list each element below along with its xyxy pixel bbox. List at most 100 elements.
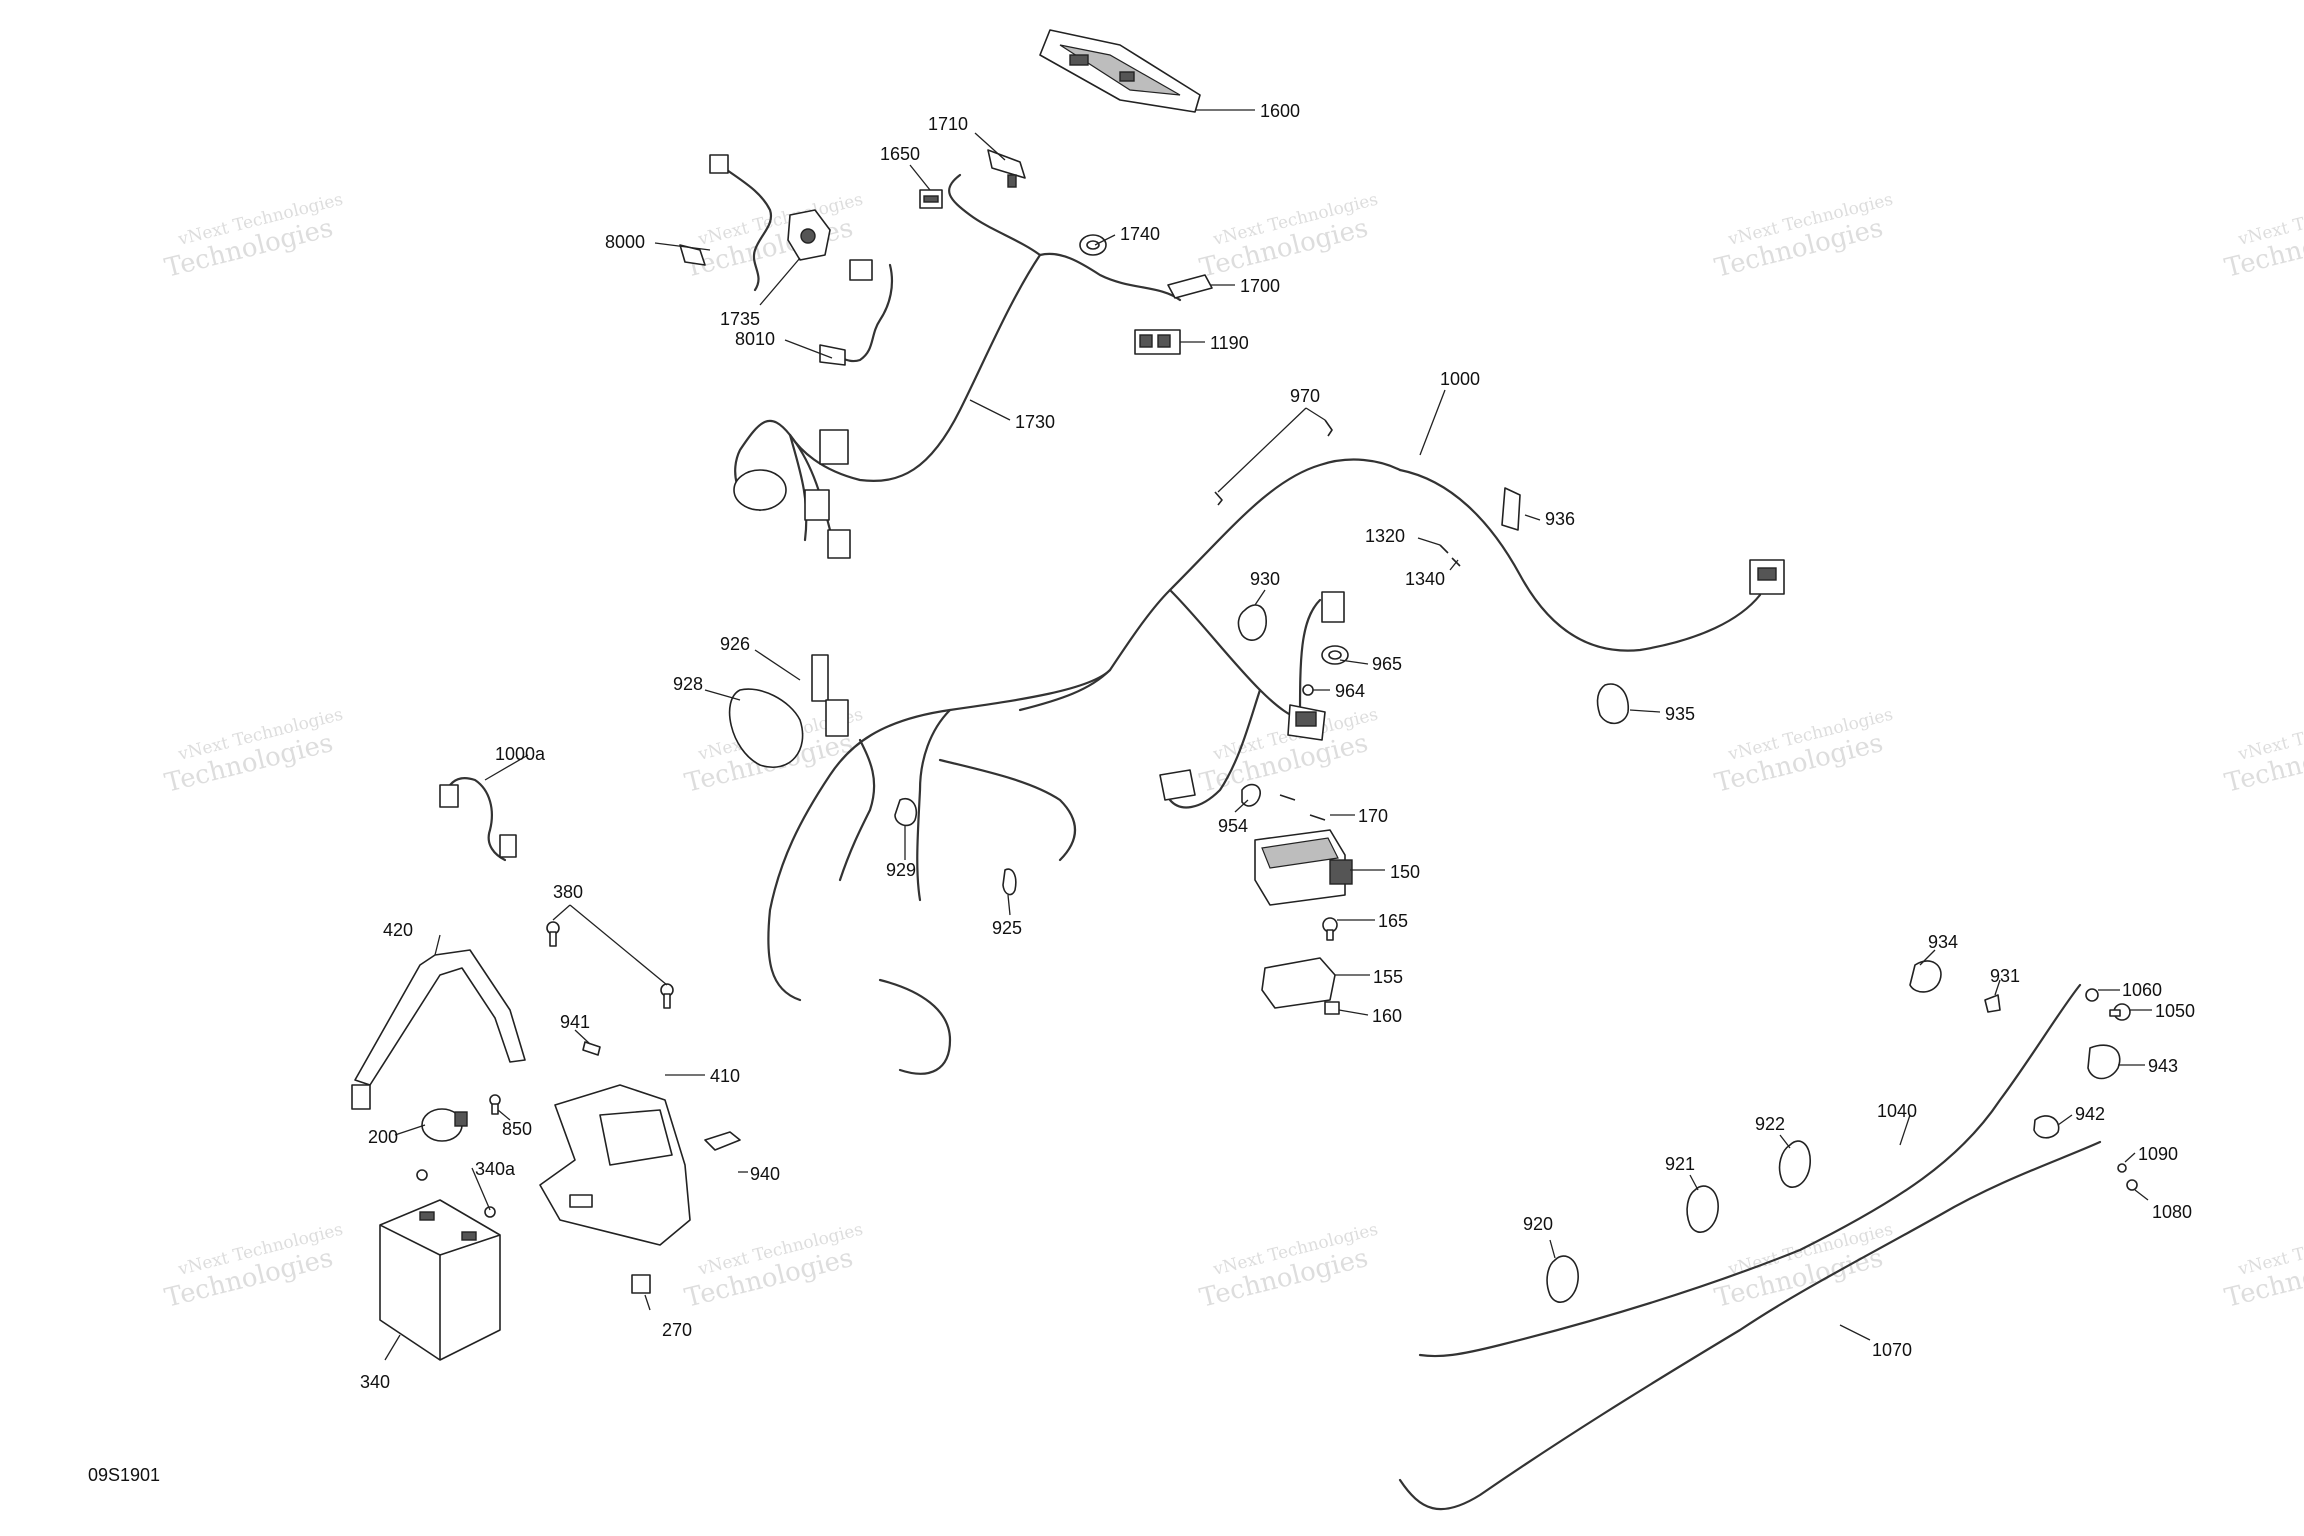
watermark-15: vNext Technologies Technologies xyxy=(2222,1220,2304,1314)
callout-1080: 1080 xyxy=(2152,1202,2192,1222)
callout-340: 340 xyxy=(360,1372,390,1392)
part-8000-coiled-cable xyxy=(679,154,773,292)
callout-942: 942 xyxy=(2075,1104,2105,1124)
callout-200: 200 xyxy=(368,1127,398,1147)
watermark-2: vNext Technologies Technologies xyxy=(682,190,865,284)
callout-922: 922 xyxy=(1755,1114,1785,1134)
part-1090-washer xyxy=(2117,1163,2127,1173)
callout-1740: 1740 xyxy=(1120,224,1160,244)
part-922-cable-tie xyxy=(1778,1140,1811,1188)
callout-921: 921 xyxy=(1665,1154,1695,1174)
part-1320-screws xyxy=(1439,544,1461,567)
callout-925: 925 xyxy=(992,918,1022,938)
callout-850: 850 xyxy=(502,1119,532,1139)
part-200-relay xyxy=(421,1108,468,1142)
part-1060-nut xyxy=(2085,988,2099,1002)
part-420-battery-strap xyxy=(351,949,526,1110)
part-1600-instrument-cluster xyxy=(1039,29,1201,113)
part-936-bracket xyxy=(1501,487,1521,531)
part-920-cable-tie xyxy=(1546,1255,1579,1303)
callout-935: 935 xyxy=(1665,704,1695,724)
callout-155: 155 xyxy=(1373,967,1403,987)
part-940-pad xyxy=(704,1131,741,1151)
callout-340a: 340a xyxy=(475,1159,516,1179)
part-928-cable-tie xyxy=(728,688,804,768)
leader-lines xyxy=(384,109,2152,1361)
part-1000-connector-upper xyxy=(1321,591,1345,623)
part-954-connector xyxy=(1159,769,1196,801)
callout-170: 170 xyxy=(1358,806,1388,826)
callout-1190: 1190 xyxy=(1210,333,1249,353)
part-964-clip xyxy=(1302,684,1314,696)
part-150-voltage-regulator xyxy=(1254,829,1353,906)
part-160-nut xyxy=(1324,1001,1340,1015)
callout-926: 926 xyxy=(720,634,750,654)
part-8010-coiled-cable xyxy=(819,259,894,366)
part-1735-switch xyxy=(787,209,831,261)
callout-1050: 1050 xyxy=(2155,1001,2195,1021)
harness-1730 xyxy=(734,173,1182,542)
callout-165: 165 xyxy=(1378,911,1408,931)
callout-410: 410 xyxy=(710,1066,740,1086)
callout-954: 954 xyxy=(1218,816,1248,836)
callout-930: 930 xyxy=(1250,569,1280,589)
callout-160: 160 xyxy=(1372,1006,1402,1026)
watermark-14: vNext Technologies Technologies xyxy=(1712,1220,1895,1314)
callout-270: 270 xyxy=(662,1320,692,1340)
callout-1320: 1320 xyxy=(1365,526,1405,546)
callout-931: 931 xyxy=(1990,966,2020,986)
cable-1040 xyxy=(1418,983,2082,1358)
part-1190-relay-block xyxy=(1134,329,1181,355)
part-925-clip xyxy=(1002,868,1017,896)
callout-934: 934 xyxy=(1928,932,1958,952)
part-1730-connectors xyxy=(733,429,851,559)
callout-1040: 1040 xyxy=(1877,1101,1917,1121)
callout-1060: 1060 xyxy=(2122,980,2162,1000)
part-942-clip xyxy=(2033,1115,2060,1139)
part-941-clip xyxy=(582,1041,601,1056)
callouts: 1600 1710 1650 1740 8000 1735 1700 1190 … xyxy=(360,101,2195,1392)
callout-8010: 8010 xyxy=(735,329,775,349)
part-931-clip xyxy=(1984,994,2001,1013)
part-930-clamp xyxy=(1237,604,1267,641)
watermark-10: vNext Technologies Technologies xyxy=(2222,705,2304,799)
part-155-bracket xyxy=(1261,957,1336,1009)
watermark-11: vNext Technologies Technologies xyxy=(162,1220,345,1314)
part-1000-end-connector xyxy=(1749,559,1785,595)
part-921-cable-tie xyxy=(1686,1185,1719,1233)
callout-936: 936 xyxy=(1545,509,1575,529)
cable-1070 xyxy=(1398,1140,2102,1511)
watermark-12: vNext Technologies Technologies xyxy=(682,1220,865,1314)
part-1650-relay xyxy=(919,189,943,209)
callout-964: 964 xyxy=(1335,681,1365,701)
callout-920: 920 xyxy=(1523,1214,1553,1234)
part-410-battery-tray xyxy=(539,1084,691,1246)
watermark-3: vNext Technologies Technologies xyxy=(1197,190,1380,284)
part-850-screw xyxy=(489,1094,501,1115)
part-1000-connector-main xyxy=(1287,704,1326,741)
part-1080-nut xyxy=(2126,1179,2138,1191)
watermark-9: vNext Technologies Technologies xyxy=(1712,705,1895,799)
watermarks: vNext Technologies Technologies vNext Te… xyxy=(162,190,2304,1314)
part-1050-bolt xyxy=(2109,1003,2131,1021)
watermark-1: vNext Technologies Technologies xyxy=(162,190,345,284)
callout-1650: 1650 xyxy=(880,144,920,164)
callout-965: 965 xyxy=(1372,654,1402,674)
callout-1710: 1710 xyxy=(928,114,968,134)
callout-1070: 1070 xyxy=(1872,1340,1912,1360)
callout-941: 941 xyxy=(560,1012,590,1032)
part-270-connector xyxy=(631,1274,651,1294)
part-380-screws xyxy=(546,921,674,1009)
callout-420: 420 xyxy=(383,920,413,940)
harness-1000 xyxy=(767,458,1762,1075)
part-165-screw xyxy=(1322,917,1338,941)
diagram-code: 09S1901 xyxy=(88,1465,161,1485)
callout-8000: 8000 xyxy=(605,232,645,252)
callout-1700: 1700 xyxy=(1240,276,1280,296)
callout-943: 943 xyxy=(2148,1056,2178,1076)
part-170-screws xyxy=(1279,794,1326,821)
callout-1000: 1000 xyxy=(1440,369,1480,389)
callout-1340: 1340 xyxy=(1405,569,1445,589)
part-934-cable-tie xyxy=(1909,960,1942,993)
